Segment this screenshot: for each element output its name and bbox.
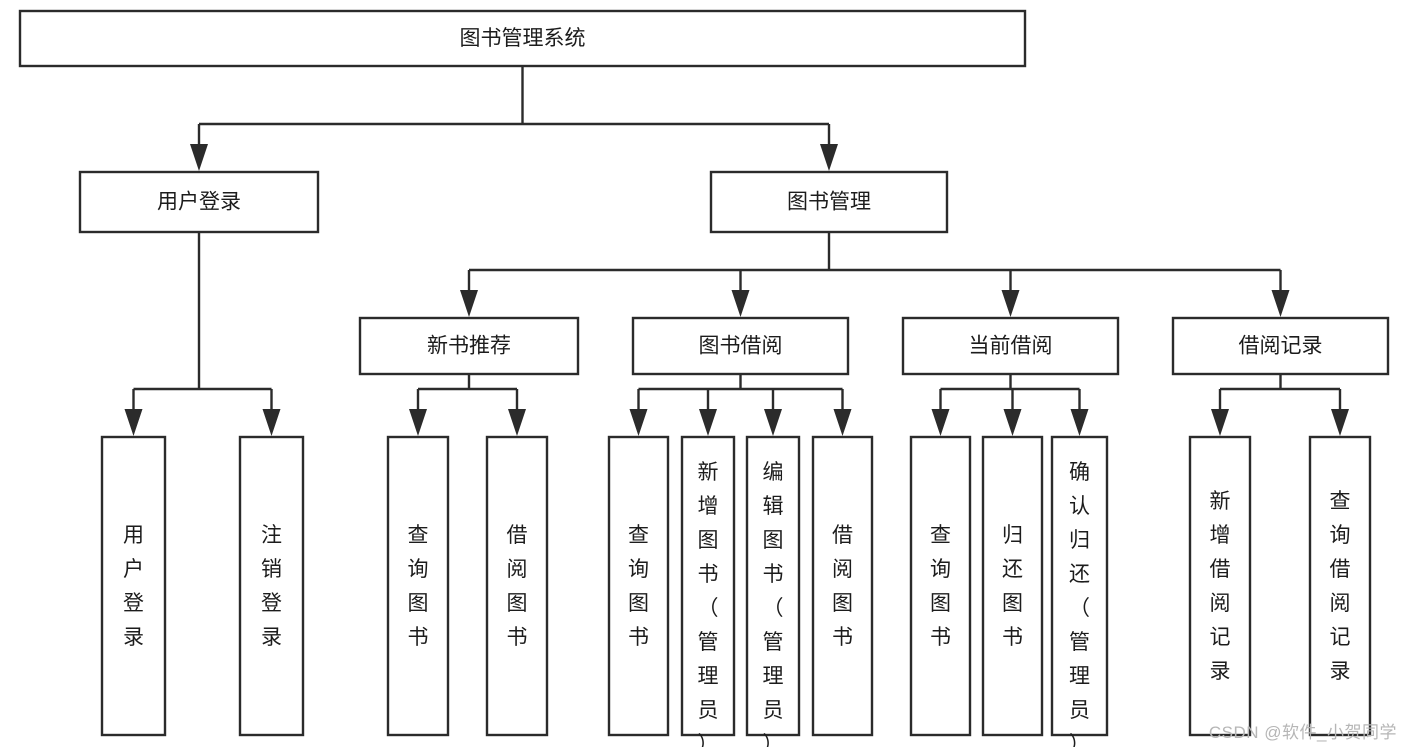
node-label-leaf-return-book: 归还图书 (1002, 524, 1023, 649)
node-new-book-recommend[interactable]: 新书推荐 (358, 316, 580, 376)
node-leaf-add-borrow-record[interactable]: 新增借阅记录 (1188, 435, 1252, 737)
node-label-new-book-recommend: 新书推荐 (427, 335, 511, 358)
node-box-leaf-query-borrow-record (1308, 435, 1372, 737)
arrow-head-leaf-logout (262, 409, 281, 436)
node-leaf-confirm-return-admin[interactable]: 确认归还（管理员） (1050, 435, 1109, 747)
arrow-head-borrow-records (1271, 290, 1290, 317)
edge-group-root (190, 66, 838, 171)
edge-group-new-book-recommend (409, 374, 526, 436)
node-borrow-records[interactable]: 借阅记录 (1171, 316, 1390, 376)
node-label-leaf-borrow-book-borrow: 借阅图书 (832, 524, 853, 649)
node-current-borrow[interactable]: 当前借阅 (901, 316, 1120, 376)
arrow-head-leaf-edit-book-admin (764, 409, 782, 436)
arrow-head-leaf-add-borrow-record (1211, 409, 1229, 436)
node-layer: 图书管理系统用户登录图书管理新书推荐图书借阅当前借阅借阅记录用户登录注销登录查询… (18, 9, 1390, 747)
node-leaf-edit-book-admin[interactable]: 编辑图书（管理员） (745, 435, 801, 747)
node-leaf-query-book-borrow[interactable]: 查询图书 (607, 435, 670, 737)
node-label-current-borrow: 当前借阅 (969, 335, 1053, 358)
node-box-leaf-add-book-admin (680, 435, 736, 737)
node-label-leaf-query-book-borrow: 查询图书 (628, 524, 649, 649)
arrow-head-leaf-query-book-recommend (409, 409, 427, 436)
edge-group-user-login (124, 232, 281, 436)
node-box-leaf-query-book-borrow (607, 435, 670, 737)
node-box-book-borrow (631, 316, 850, 376)
arrow-head-leaf-query-borrow-record (1331, 409, 1349, 436)
node-label-leaf-add-borrow-record: 新增借阅记录 (1210, 490, 1231, 683)
node-box-borrow-records (1171, 316, 1390, 376)
node-leaf-add-book-admin[interactable]: 新增图书（管理员） (680, 435, 736, 747)
node-label-borrow-records: 借阅记录 (1239, 335, 1323, 358)
arrow-head-leaf-user-login (124, 409, 143, 436)
csdn-watermark: CSDN @软件_小贺同学 (1208, 723, 1397, 742)
node-label-leaf-borrow-book-recommend: 借阅图书 (507, 524, 528, 649)
edge-layer (124, 66, 1349, 436)
node-label-leaf-query-book-recommend: 查询图书 (408, 524, 429, 649)
arrow-head-new-book-recommend (460, 290, 478, 317)
node-leaf-query-book-current[interactable]: 查询图书 (909, 435, 972, 737)
node-label-leaf-edit-book-admin: 编辑图书（管理员） (763, 461, 784, 747)
arrow-head-book-management (820, 144, 838, 171)
node-leaf-borrow-book-recommend[interactable]: 借阅图书 (485, 435, 549, 737)
node-label-book-borrow: 图书借阅 (699, 335, 783, 358)
node-box-leaf-query-book-recommend (386, 435, 450, 737)
arrow-head-current-borrow (1001, 290, 1020, 317)
node-leaf-logout[interactable]: 注销登录 (238, 435, 305, 737)
edge-group-book-management (460, 232, 1290, 317)
node-box-leaf-edit-book-admin (745, 435, 801, 737)
node-box-leaf-borrow-book-borrow (811, 435, 874, 737)
node-leaf-user-login[interactable]: 用户登录 (100, 435, 167, 737)
edge-group-borrow-records (1211, 374, 1349, 436)
arrow-head-book-borrow (731, 290, 750, 317)
arrow-head-leaf-query-book-borrow (629, 409, 648, 436)
node-book-borrow[interactable]: 图书借阅 (631, 316, 850, 376)
node-label-leaf-confirm-return-admin: 确认归还（管理员） (1069, 461, 1090, 747)
node-leaf-return-book[interactable]: 归还图书 (981, 435, 1044, 737)
node-label-leaf-user-login: 用户登录 (123, 524, 144, 649)
node-box-leaf-return-book (981, 435, 1044, 737)
arrow-head-leaf-confirm-return-admin (1070, 409, 1089, 436)
node-label-user-login: 用户登录 (157, 191, 241, 214)
node-box-current-borrow (901, 316, 1120, 376)
arrow-head-leaf-return-book (1003, 409, 1022, 436)
edge-group-book-borrow (629, 374, 852, 436)
node-label-leaf-query-borrow-record: 查询借阅记录 (1330, 490, 1351, 683)
node-label-book-management: 图书管理 (787, 191, 871, 214)
node-root[interactable]: 图书管理系统 (18, 9, 1027, 68)
node-box-leaf-query-book-current (909, 435, 972, 737)
node-box-leaf-confirm-return-admin (1050, 435, 1109, 737)
node-box-leaf-add-borrow-record (1188, 435, 1252, 737)
node-leaf-query-borrow-record[interactable]: 查询借阅记录 (1308, 435, 1372, 737)
arrow-head-leaf-borrow-book-recommend (508, 409, 526, 436)
node-box-leaf-logout (238, 435, 305, 737)
node-box-root (18, 9, 1027, 68)
node-box-user-login (78, 170, 320, 234)
arrow-head-user-login (190, 144, 208, 171)
node-label-leaf-query-book-current: 查询图书 (930, 524, 951, 649)
node-box-leaf-borrow-book-recommend (485, 435, 549, 737)
node-box-leaf-user-login (100, 435, 167, 737)
node-book-management[interactable]: 图书管理 (709, 170, 949, 234)
arrow-head-leaf-query-book-current (931, 409, 950, 436)
node-label-root: 图书管理系统 (460, 27, 586, 50)
node-box-book-management (709, 170, 949, 234)
node-box-new-book-recommend (358, 316, 580, 376)
edge-group-current-borrow (931, 374, 1089, 436)
node-label-leaf-logout: 注销登录 (261, 524, 282, 649)
node-leaf-borrow-book-borrow[interactable]: 借阅图书 (811, 435, 874, 737)
node-leaf-query-book-recommend[interactable]: 查询图书 (386, 435, 450, 737)
arrow-head-leaf-borrow-book-borrow (833, 409, 852, 436)
arrow-head-leaf-add-book-admin (699, 409, 717, 436)
node-user-login[interactable]: 用户登录 (78, 170, 320, 234)
node-label-leaf-add-book-admin: 新增图书（管理员） (698, 461, 719, 747)
